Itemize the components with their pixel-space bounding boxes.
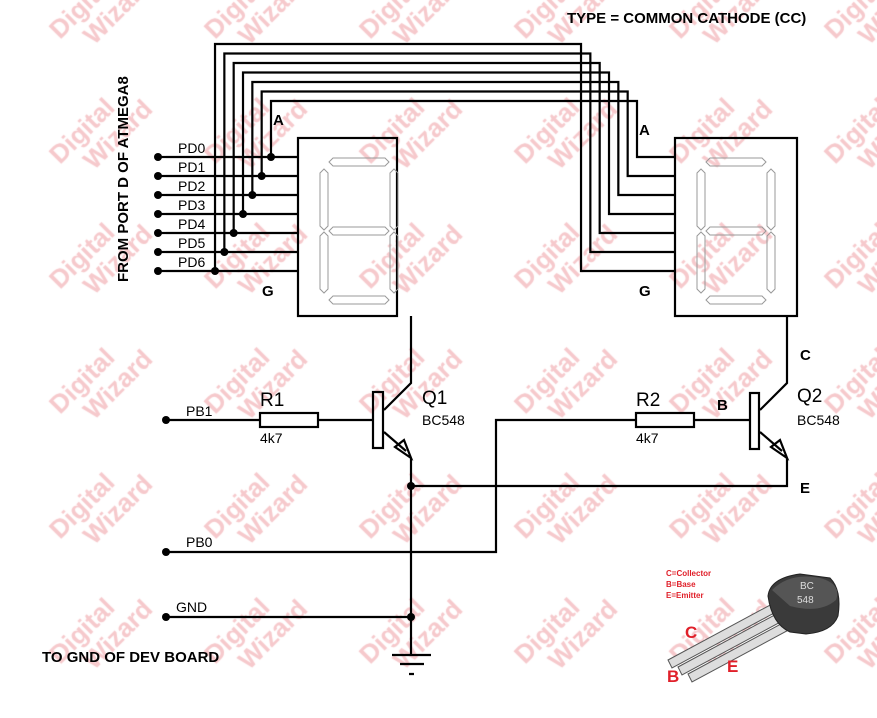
- segment: [319, 168, 329, 231]
- q2-base-label: B: [717, 397, 728, 414]
- segment: [696, 231, 706, 294]
- seven-segment-display-1: [296, 136, 399, 318]
- segment: [705, 157, 767, 167]
- pin-label-pd3: PD3: [178, 197, 205, 213]
- r1-value: 4k7: [260, 430, 283, 446]
- r1-name: R1: [260, 390, 284, 411]
- pin-label-pd1: PD1: [178, 159, 205, 175]
- pkg-emitter-label: E: [727, 657, 738, 676]
- segment: [705, 295, 767, 305]
- segment-wire: [166, 42, 675, 273]
- display-type-title: TYPE = COMMON CATHODE (CC): [567, 10, 806, 27]
- pkg-base-label: B: [667, 667, 679, 686]
- pkg-collector-label: C: [685, 623, 697, 642]
- legend-collector: C=Collector: [666, 569, 711, 578]
- junction-dot: [239, 210, 248, 218]
- pin-label-pd5: PD5: [178, 235, 205, 251]
- q1-name: Q1: [422, 388, 447, 409]
- q2-transistor: [411, 316, 790, 488]
- segment: [328, 295, 390, 305]
- q1-transistor: [371, 316, 414, 486]
- q2-emitter-label: E: [800, 480, 810, 497]
- segment-wire: [166, 80, 675, 197]
- ground-icon: [392, 653, 431, 676]
- pin-label-pd0: PD0: [178, 140, 205, 156]
- junction-dot: [257, 172, 266, 180]
- junction-dot: [267, 153, 275, 161]
- junction-dot: [229, 229, 238, 237]
- segment: [389, 231, 399, 294]
- segment-wire: [166, 52, 675, 254]
- package-marking-2: 548: [797, 595, 814, 606]
- pb1-label: PB1: [186, 403, 213, 419]
- display2-pin-g-label: G: [639, 283, 651, 300]
- pb0-label: PB0: [186, 534, 213, 550]
- segment: [328, 226, 390, 236]
- segment-wire: [166, 90, 675, 178]
- pin-label-pd2: PD2: [178, 178, 205, 194]
- junction-dot: [211, 267, 220, 275]
- segment: [389, 168, 399, 231]
- legend-emitter: E=Emitter: [666, 591, 704, 600]
- segment: [319, 231, 329, 294]
- segment-bus-wires: [154, 42, 675, 275]
- r2-resistor: [166, 411, 750, 554]
- segment: [705, 226, 767, 236]
- gnd-note: TO GND OF DEV BOARD: [42, 649, 219, 666]
- package-marking-1: BC: [800, 581, 814, 592]
- ground-wiring: [162, 482, 415, 655]
- junction-dot: [248, 191, 257, 199]
- segment: [696, 168, 706, 231]
- display1-pin-a-label: A: [273, 112, 284, 129]
- pin-label-pd6: PD6: [178, 254, 205, 270]
- q2-part: BC548: [797, 412, 840, 428]
- display1-pin-g-label: G: [262, 283, 274, 300]
- bc548-package-illustration: BC 548: [667, 573, 840, 683]
- r2-name: R2: [636, 390, 660, 411]
- segment-wire: [166, 71, 675, 216]
- gnd-label: GND: [176, 599, 207, 615]
- port-label: FROM PORT D OF ATMEGA8: [115, 76, 132, 282]
- r2-value: 4k7: [636, 430, 659, 446]
- pin-label-pd4: PD4: [178, 216, 205, 232]
- display2-pin-a-label: A: [639, 122, 650, 139]
- q1-part: BC548: [422, 412, 465, 428]
- segment: [766, 168, 776, 231]
- segment: [328, 157, 390, 167]
- pb1-terminal: [162, 416, 170, 424]
- segment: [766, 231, 776, 294]
- segment-wire: [166, 99, 675, 159]
- legend-base: B=Base: [666, 580, 696, 589]
- seven-segment-display-2: [673, 136, 799, 318]
- r1-resistor: [166, 411, 373, 429]
- pb0-terminal: [162, 548, 170, 556]
- junction-dot: [220, 248, 229, 256]
- q2-name: Q2: [797, 386, 822, 407]
- q2-collector-label: C: [800, 347, 811, 364]
